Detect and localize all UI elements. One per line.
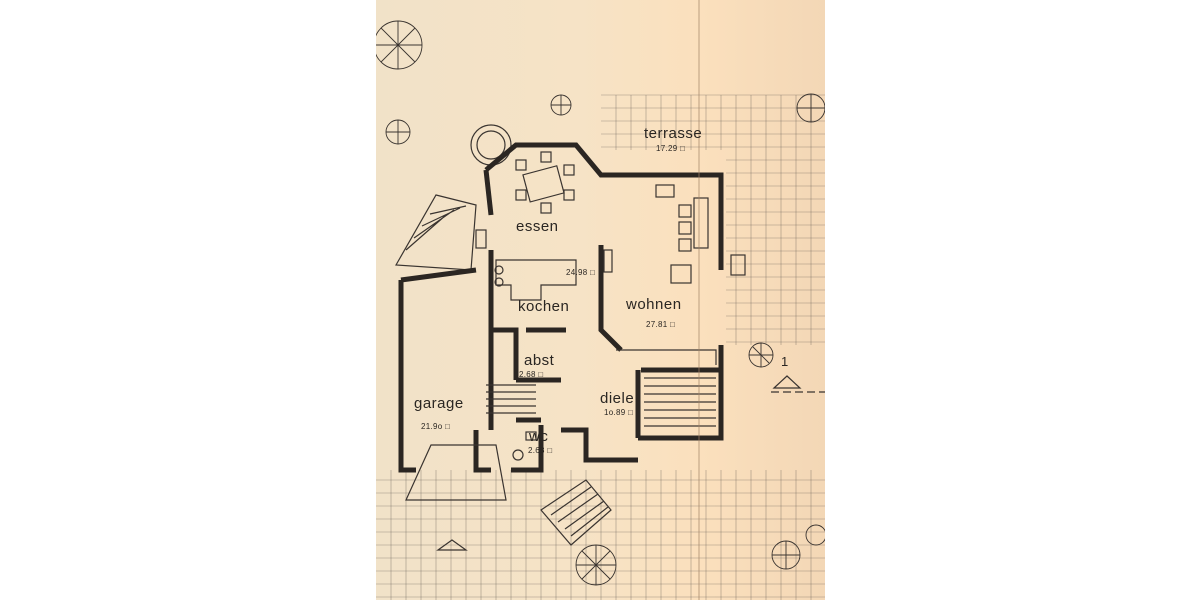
round-planter	[470, 124, 512, 166]
room-area-wc: 2.68 □	[528, 446, 553, 455]
room-area-wohnen: 27.81 □	[646, 320, 676, 329]
room-area-diele: 1o.89 □	[604, 408, 634, 417]
entrance-paving	[376, 470, 825, 600]
room-area-kochen: 24.98 □	[566, 268, 596, 277]
paper-fold	[698, 0, 700, 600]
walls	[398, 142, 724, 473]
tree-symbols	[376, 20, 825, 586]
exterior-stairs-left	[395, 194, 477, 271]
furniture	[405, 151, 746, 546]
room-label-garage: garage	[414, 395, 464, 412]
terrace-paving	[601, 94, 825, 345]
floor-plan-drawing	[376, 20, 825, 600]
room-label-kochen: kochen	[518, 298, 570, 315]
room-label-wohnen: wohnen	[626, 296, 682, 313]
room-label-wc: wc	[529, 428, 549, 445]
floor-plan-sheet: terrasse 17.29 □ essen 24.98 □ kochen wo…	[376, 0, 825, 600]
room-label-abst: abst	[524, 352, 555, 369]
room-area-garage: 21.9o □	[421, 422, 451, 431]
room-area-abst: 2.68 □	[519, 370, 544, 379]
room-label-diele: diele	[600, 390, 635, 407]
room-label-terrasse: terrasse	[644, 125, 703, 142]
room-label-essen: essen	[516, 218, 559, 235]
section-marker	[436, 375, 825, 551]
section-marker-label: 1	[781, 354, 789, 369]
room-area-terrasse: 17.29 □	[656, 144, 686, 153]
